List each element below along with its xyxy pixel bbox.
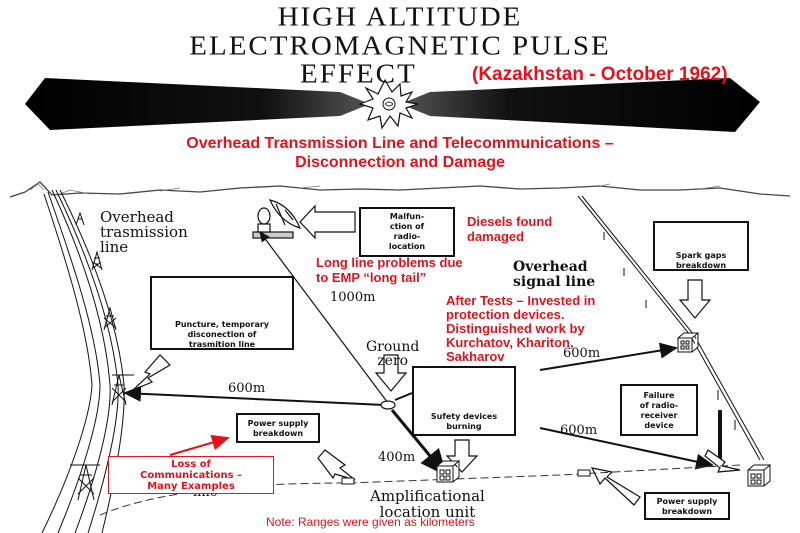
cable-joint-icon — [577, 469, 591, 477]
title-line-2: ELECTROMAGNETIC PULSE — [189, 30, 611, 62]
amplification-unit-label: Amplificational location unit — [370, 488, 485, 520]
annotation-line: After Tests – Invested in — [446, 293, 596, 308]
annotation-long-line: Long line problems due to EMP “long tail… — [316, 255, 463, 285]
box-line: Spark gaps — [675, 251, 727, 260]
box-line: burning — [446, 422, 482, 431]
signal-unit-icon — [677, 332, 700, 353]
box-line: Power supply — [656, 497, 718, 506]
annotation-line: Kurchatov, Khariton, — [446, 335, 574, 350]
box-line: disconection of — [187, 330, 257, 339]
emp-band-right — [400, 78, 760, 132]
distance-radar: 1000m — [330, 290, 376, 305]
pylon-icons — [70, 211, 134, 501]
box-line: of radio- — [639, 401, 679, 410]
annotation-line: Sakharov — [446, 349, 505, 364]
box-safety-devices: Sufety devices burning — [412, 366, 516, 436]
overhead-signal-label: Overhead signal line — [513, 260, 595, 290]
signal-pole — [718, 410, 722, 465]
annotation-line: Many Examples — [147, 481, 235, 492]
annotation-loss-communications: Loss of Communications – Many Examples — [108, 456, 274, 494]
label-line: trasmission — [100, 223, 188, 241]
ground-zero-label: Ground zero — [366, 340, 419, 368]
title-location: (Kazakhstan - October 1962) — [472, 64, 728, 85]
horizon-mountains — [9, 181, 791, 198]
annotation-line: Communications – — [139, 470, 243, 481]
box-line: Power supply — [247, 419, 309, 428]
annotation-line: Diesels found — [467, 214, 553, 229]
label-line: line — [100, 238, 129, 256]
cable-joint-icon — [341, 477, 355, 485]
box-line: Sufety devices — [430, 412, 498, 421]
amplifier-unit-icon — [436, 460, 461, 483]
box-line: breakdown — [252, 429, 304, 438]
annotation-line: Loss of — [171, 459, 211, 470]
receiver-unit-icon — [747, 464, 772, 487]
title-line-3: EFFECT — [300, 58, 417, 90]
box-line: receiver — [640, 411, 678, 420]
emp-band-left — [25, 78, 370, 130]
box-line: Puncture, temporary — [174, 320, 270, 329]
range-arrows — [123, 231, 714, 477]
label-line: zero — [377, 353, 409, 369]
box-radio-receiver: Failure of radio- receiver device — [620, 384, 698, 436]
arrow-to-transmission — [123, 385, 386, 406]
label-line: Ground — [366, 339, 420, 355]
label-line: signal line — [513, 274, 596, 290]
radar-dish-icon — [252, 199, 302, 239]
overhead-transmission-label: Overhead trasmission line — [100, 210, 188, 255]
box-line: ction of — [389, 222, 425, 231]
annotation-line: to EMP “long tail” — [316, 270, 427, 285]
box-line: Malfun- — [389, 212, 425, 221]
annotation-diesels: Diesels found damaged — [467, 214, 552, 244]
label-line: location unit — [379, 503, 476, 521]
arrow-to-receiver — [539, 427, 714, 470]
box-power-supply-left: Power supply breakdown — [236, 413, 320, 443]
label-line: Amplificational — [370, 487, 485, 505]
label-line: Overhead — [513, 259, 588, 275]
subtitle-line-1: Overhead Transmission Line and Telecommu… — [186, 135, 614, 152]
box-puncture: Puncture, temporary disconection of tras… — [150, 276, 294, 350]
annotation-note: Note: Ranges were given as kilometers — [266, 515, 475, 529]
annotation-after-tests: After Tests – Invested in protection dev… — [446, 294, 595, 364]
arrow-to-signal-box — [539, 342, 678, 371]
arrow-to-radar — [259, 231, 389, 404]
arrow-to-amplifier — [390, 409, 447, 477]
distance-signal-box: 600m — [563, 346, 601, 361]
box-line: location — [388, 242, 426, 251]
title-line-1: HIGH ALTITUDE — [277, 1, 523, 33]
box-line: breakdown — [675, 261, 727, 270]
box-power-supply-right: Power supply breakdown — [644, 492, 730, 520]
box-line: trasmition line — [188, 340, 256, 349]
box-radiolocation-malfunction: Malfun- ction of radio- location — [359, 207, 455, 257]
box-line: Failure — [643, 391, 675, 400]
distance-amplifier: 400m — [378, 450, 416, 465]
label-line: Overhead — [100, 208, 174, 226]
annotation-line: damaged — [467, 229, 525, 244]
box-line: radio- — [393, 232, 421, 241]
box-spark-gaps: Spark gaps breakdown — [653, 221, 749, 271]
distance-receiver: 600m — [560, 423, 598, 438]
box-line: breakdown — [661, 507, 713, 516]
annotation-line: protection devices. — [446, 307, 565, 322]
box-line: device — [644, 421, 674, 430]
ground-zero-marker — [380, 400, 396, 410]
distance-transmission: 600m — [228, 381, 266, 396]
subtitle-line-2: Disconnection and Damage — [295, 154, 505, 171]
annotation-line: Long line problems due — [316, 255, 463, 270]
annotation-line: Distinguished work by — [446, 321, 585, 336]
loss-comms-arrow — [169, 434, 230, 456]
